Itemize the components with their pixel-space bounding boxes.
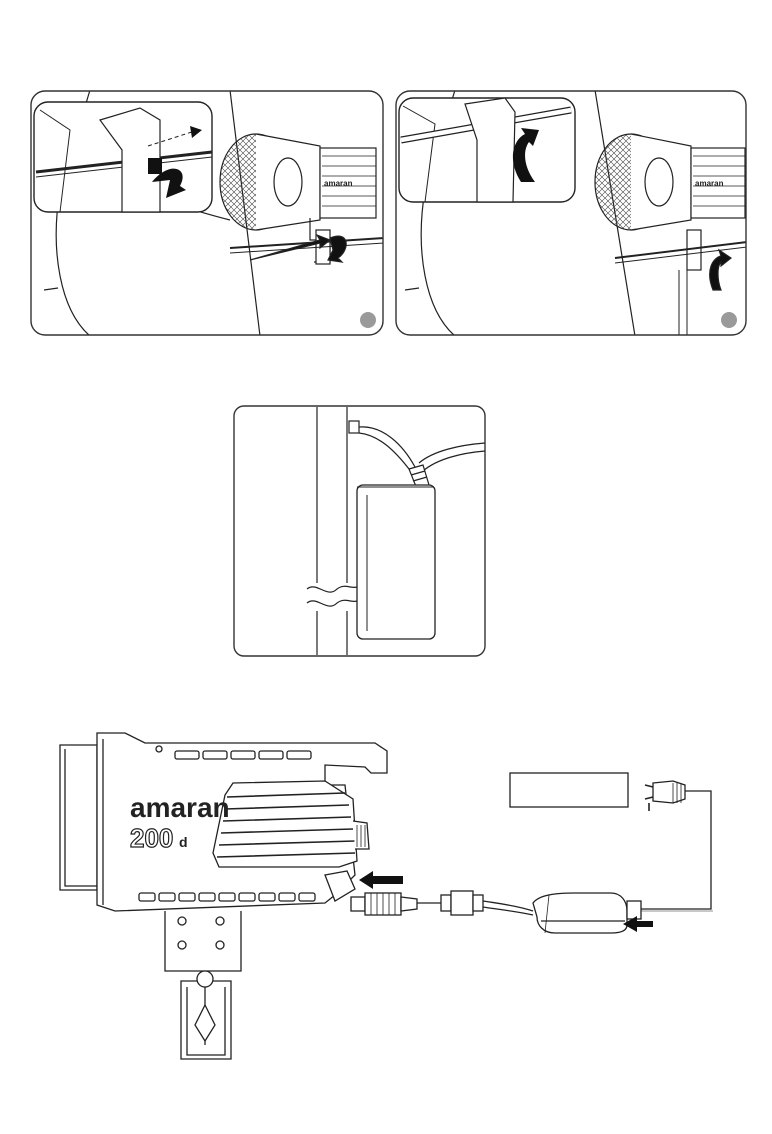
inset-detail-2: [399, 98, 575, 202]
wall-plug-icon: [645, 781, 685, 811]
step-1-panel: amaran: [30, 90, 384, 336]
mount-yoke: [165, 911, 241, 1059]
callout-box: [510, 773, 628, 807]
power-adapter-icon: [533, 893, 641, 933]
adapter-strap-panel: [233, 405, 486, 657]
brand-label-small-2: amaran: [695, 179, 724, 188]
step-marker-1: [360, 312, 376, 328]
cable-plug-icon: [351, 893, 417, 915]
power-adapter-icon: [357, 485, 435, 639]
ferrite-bead: [441, 891, 483, 915]
inset-detail-1: [34, 102, 212, 212]
heat-sink-fins: [213, 781, 357, 867]
step-2-panel: amaran: [395, 90, 747, 336]
model-suffix: d: [179, 834, 188, 850]
step-marker-2: [721, 312, 737, 328]
brand-name: amaran: [130, 792, 230, 823]
insert-arrow-icon: [359, 871, 403, 889]
model-number: 200: [130, 823, 173, 853]
brand-label-small: amaran: [324, 179, 353, 188]
power-connection-diagram: amaran 200 d: [55, 725, 725, 1070]
